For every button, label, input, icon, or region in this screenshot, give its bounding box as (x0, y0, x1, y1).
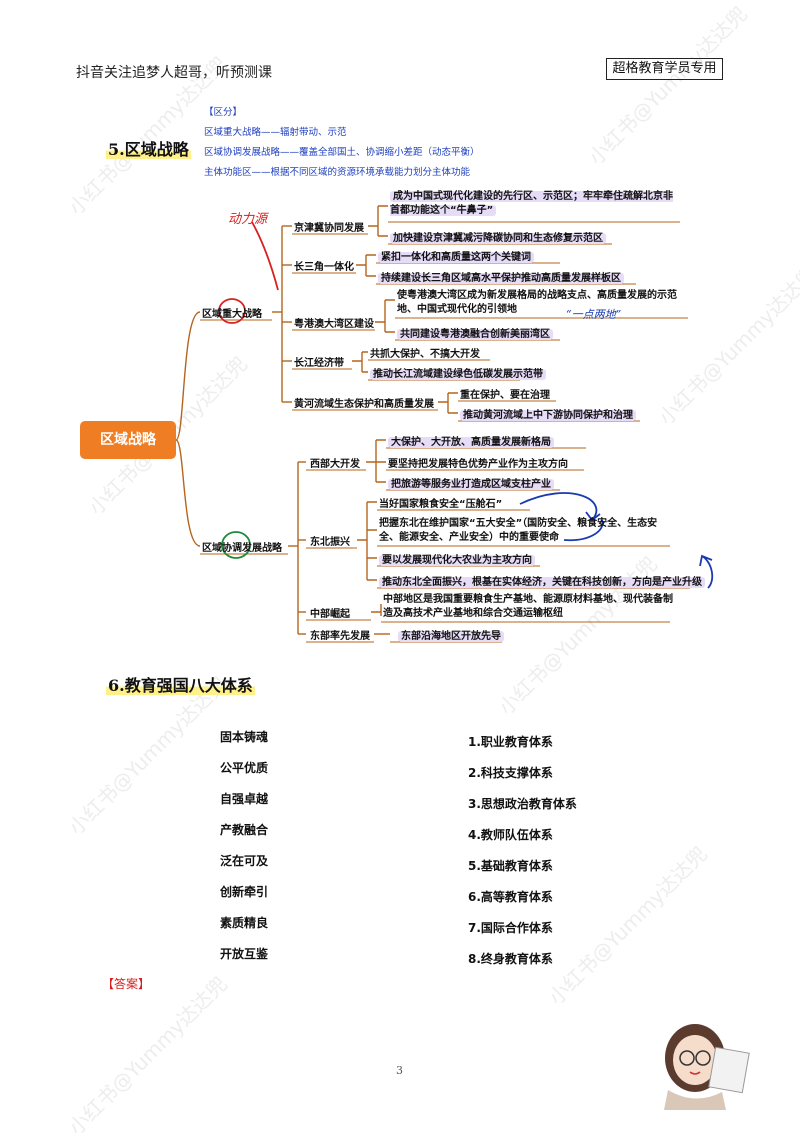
list-item: 自强卓越 (220, 792, 269, 806)
leaf-item: 共同建设粤港澳融合创新美丽湾区 (397, 325, 553, 340)
watermark: 小红书@Yummy达达兜 (63, 971, 232, 1140)
list-item: 开放互鉴 (220, 947, 269, 961)
list-item: 6.高等教育体系 (468, 890, 553, 904)
note-line: 区域重大战略——辐射带动、示范 (204, 127, 347, 138)
node-xibu: 西部大开发 (310, 459, 360, 470)
section-5-title: 5.区域战略 (106, 140, 191, 159)
list-item: 产教融合 (220, 823, 269, 837)
leaf-item: 中部地区是我国重要粮食生产基地、能源原材料基地、现代装备制造及高技术产业基地和综… (383, 594, 673, 619)
header-promo-text: 抖音关注追梦人超哥，听预测课 (76, 65, 272, 81)
list-item: 8.终身教育体系 (468, 952, 553, 966)
leaf-item: 紧扣一体化和高质量这两个关键词 (378, 248, 534, 263)
list-item: 1.职业教育体系 (468, 735, 553, 749)
leaf-item: 把旅游等服务业打造成区域支柱产业 (388, 475, 554, 490)
note-line: 区域协调发展战略——覆盖全部国土、协调缩小差距（动态平衡） (204, 147, 480, 158)
leaf-item: 使粤港澳大湾区成为新发展格局的战略支点、高质量发展的示范地、中国式现代化的引领地 (397, 290, 677, 315)
node-changsanjiao: 长三角一体化 (294, 262, 354, 273)
node-coordinated-strategy: 区域协调发展战略 (202, 543, 282, 554)
mindmap-root: 区域战略 (80, 421, 176, 459)
leaf-item: 推动东北全面振兴，根基在实体经济，关键在科技创新，方向是产业升级 (379, 573, 705, 588)
answer-label: 【答案】 (102, 977, 151, 991)
list-item: 创新牵引 (220, 885, 269, 899)
leaf-item: 要以发展现代化大农业为主攻方向 (379, 551, 535, 566)
note-line: 【区分】 (204, 107, 243, 118)
list-item: 泛在可及 (220, 854, 269, 868)
list-item: 7.国际合作体系 (468, 921, 553, 935)
leaf-item: 加快建设京津冀减污降碳协同和生态修复示范区 (390, 229, 606, 244)
node-huanghe: 黄河流域生态保护和高质量发展 (294, 399, 434, 410)
header-badge: 超格教育学员专用 (606, 58, 723, 80)
mindmap-connectors (175, 205, 714, 643)
leaf-item: 共抓大保护、不搞大开发 (370, 349, 480, 360)
node-dongbei: 东北振兴 (310, 537, 350, 548)
leaf-item: 重在保护、要在治理 (460, 390, 550, 401)
leaf-item: 当好国家粮食安全“压舱石” (379, 499, 503, 510)
section-6-title: 6.教育强国八大体系 (106, 676, 255, 695)
node-zhongbu: 中部崛起 (310, 609, 350, 620)
handwriting-red: 动力源 (228, 212, 268, 227)
list-item: 3.思想政治教育体系 (468, 797, 577, 811)
list-item: 5.基础教育体系 (468, 859, 553, 873)
node-major-strategy: 区域重大战略 (202, 309, 262, 320)
avatar-sticker (664, 1024, 750, 1110)
node-changjiang: 长江经济带 (294, 358, 344, 369)
leaf-item: 推动长江流域建设绿色低碳发展示范带 (370, 365, 546, 380)
leaf-item: 把握东北在维护国家“五大安全”（国防安全、粮食安全、生态安全、能源安全、产业安全… (379, 518, 658, 543)
node-dongbu: 东部率先发展 (310, 631, 370, 642)
list-item: 4.教师队伍体系 (468, 828, 553, 842)
leaf-item: 推动黄河流域上中下游协同保护和治理 (460, 406, 636, 421)
watermark: 小红书@Yummy达达兜 (543, 841, 712, 1010)
handwriting-blue: “一点两地” (566, 308, 622, 321)
list-item: 公平优质 (220, 761, 269, 775)
leaf-item: 东部沿海地区开放先导 (398, 627, 504, 642)
list-item: 2.科技支撑体系 (468, 766, 553, 780)
list-item: 固本铸魂 (220, 730, 269, 744)
node-yuegangao: 粤港澳大湾区建设 (294, 319, 374, 330)
leaf-item: 持续建设长三角区域高水平保护推动高质量发展样板区 (378, 269, 624, 284)
note-line: 主体功能区——根据不同区域的资源环境承载能力划分主体功能 (204, 167, 471, 178)
leaf-item: 成为中国式现代化建设的先行区、示范区；牢牢牵住疏解北京非首都功能这个“牛鼻子” (390, 191, 673, 216)
leaf-item: 要坚持把发展特色优势产业作为主攻方向 (388, 459, 568, 470)
leaf-item: 大保护、大开放、高质量发展新格局 (388, 433, 554, 448)
node-jingjinji: 京津冀协同发展 (294, 223, 364, 234)
list-item: 素质精良 (220, 916, 269, 930)
page-number: 3 (396, 1064, 403, 1077)
